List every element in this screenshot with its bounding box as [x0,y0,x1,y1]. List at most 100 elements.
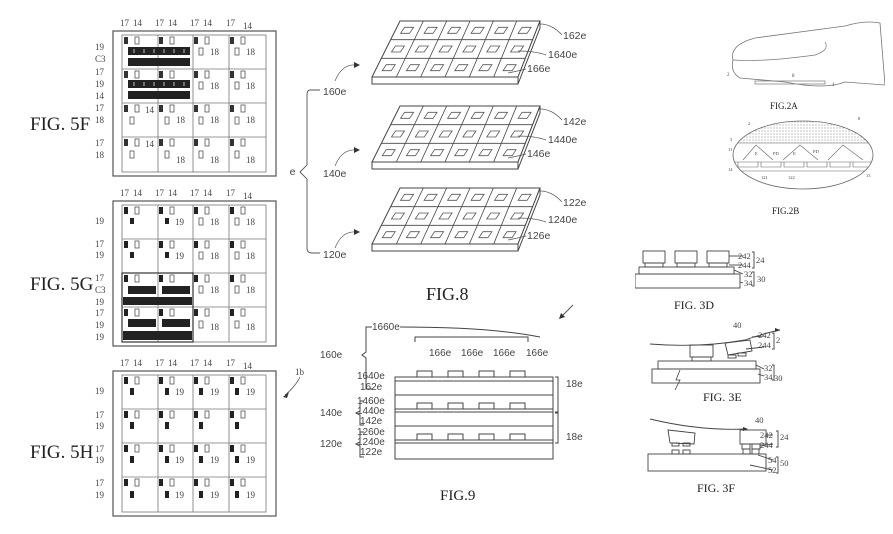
label-242: 242 [738,251,751,261]
pixel-pad [429,231,445,239]
fig-3f-drawing: 40 242 244 54 52 [647,415,779,475]
pixel-pad [446,111,462,119]
fig-3e-drawing: 40 242 244 24 32 34 [649,320,780,391]
label-40: 40 [733,320,742,330]
label-162e: 162e [563,30,587,42]
pixel-pad [438,130,453,138]
label-14: 14 [145,105,155,115]
label-18: 18 [210,285,220,295]
label-18: 18 [246,155,256,165]
label-14: 14 [243,361,253,371]
label-160e: 160e [323,86,347,98]
fig-5g-title: FIG. 5G [30,274,94,295]
pixel-pad [517,193,532,201]
label-140e: 140e [320,408,343,419]
label-34: 34 [764,372,773,382]
label-17: 17 [226,188,236,198]
label-17: 17 [95,444,105,454]
label-18: 18 [246,251,256,261]
pixel-pad [381,231,396,239]
label-166e: 166e [527,63,551,75]
pixel-pad [493,111,509,119]
fig-5h-title: FIG. 5H [30,442,94,463]
pixel-pad [470,193,485,201]
label-13: 13 [866,173,871,178]
label-32: 32 [744,269,753,279]
label-50: 50 [780,458,789,468]
label-1b: 1b [295,367,305,377]
label-14: 14 [133,18,143,28]
label-17: 17 [120,188,130,198]
fig-5f-title: FIG. 5F [30,114,91,135]
label-120e: 120e [323,249,347,261]
label-19: 19 [95,42,105,52]
pixel-pad [509,212,525,220]
label-18: 18 [176,115,186,125]
pixel-pad [493,26,509,34]
label-18: 18 [210,251,220,261]
label-18: 18 [210,81,220,91]
label-19: 19 [175,490,185,500]
label-18: 18 [210,115,220,125]
pixel-pad [414,45,429,53]
pixel-pad [446,26,462,34]
label-18: 18 [246,47,256,57]
label-19: 19 [95,79,105,89]
pixel-pad [502,231,517,239]
label-14: 14 [168,18,178,28]
label-14: 14 [203,358,213,368]
label-14: 14 [168,188,178,198]
label-1240e: 1240e [548,214,577,226]
label-24: 24 [756,255,765,265]
pixel-pad [509,130,525,138]
label-18: 18 [210,47,220,57]
pixel-pad [462,212,477,220]
fig-3e-title: FIG. 3E [703,390,742,404]
pixel-pad [502,64,517,72]
label-17: 17 [95,67,105,77]
label-18: 18 [95,115,105,125]
pixel-pad [478,149,493,157]
pixel-pad [509,45,525,53]
label-162e: 162e [360,382,383,393]
label-17: 17 [190,188,200,198]
label-140e: 140e [323,168,347,180]
label-18: 18 [210,155,220,165]
label-166e: 166e [461,348,484,359]
label-2: 2 [727,73,730,78]
label-17: 17 [155,358,165,368]
pixel-pad [381,149,396,157]
pixel-pad [405,64,421,72]
label-14: 14 [203,188,213,198]
pixel-pad [414,130,429,138]
fig-3d-title: FIG. 3D [674,298,715,312]
label-pd: PD [813,149,820,154]
label-1440e: 1440e [357,406,385,417]
arrow-icon [559,304,574,319]
label-19: 19 [175,455,185,465]
fig-8-drawing: 10e 160e 140e 120e 162e 1640e 166e 142e … [290,20,587,261]
label-18: 18 [246,322,256,332]
pixel-pad [438,212,453,220]
fig-9-drawing: 1660e 160e 140e 120e 166e 166e 166e 166e… [320,322,583,460]
label-17: 17 [95,308,105,318]
label-1460e: 1460e [357,396,385,407]
label-14: 14 [243,21,253,31]
pixel-pad [446,193,462,201]
label-11: 11 [728,147,732,152]
label-166e: 166e [526,348,549,359]
label-2: 2 [748,121,750,126]
label-18e: 18e [566,432,583,443]
pixel-pad [454,231,469,239]
pixel-pad [390,45,406,53]
label-17: 17 [95,478,105,488]
fig-5f-drawing: 17 14 17 14 17 14 17 14 19 C3 17 19 14 1… [95,18,277,177]
label-17: 17 [120,358,130,368]
label-19: 19 [95,386,105,396]
label-19: 19 [95,320,105,330]
fig-9-title: FIG.9 [440,488,476,504]
label-pd: PD [773,151,780,156]
pixel-pad [399,26,415,34]
plate-120e [334,187,563,252]
label-121: 121 [761,175,768,180]
